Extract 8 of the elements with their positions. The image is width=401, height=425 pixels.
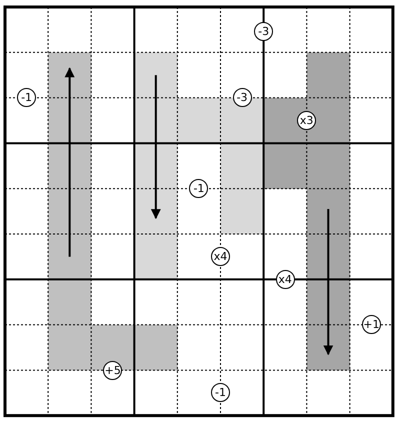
clue-circle: x4	[211, 247, 230, 266]
clue-circle: +1	[362, 315, 381, 334]
clue-circle: -3	[232, 88, 252, 108]
clue-circle: -1	[17, 88, 36, 108]
clue-circle: x4	[276, 270, 295, 289]
clue-circle: -1	[211, 383, 230, 402]
clue-circle: -1	[189, 179, 208, 198]
clue-circle: -3	[254, 22, 274, 42]
